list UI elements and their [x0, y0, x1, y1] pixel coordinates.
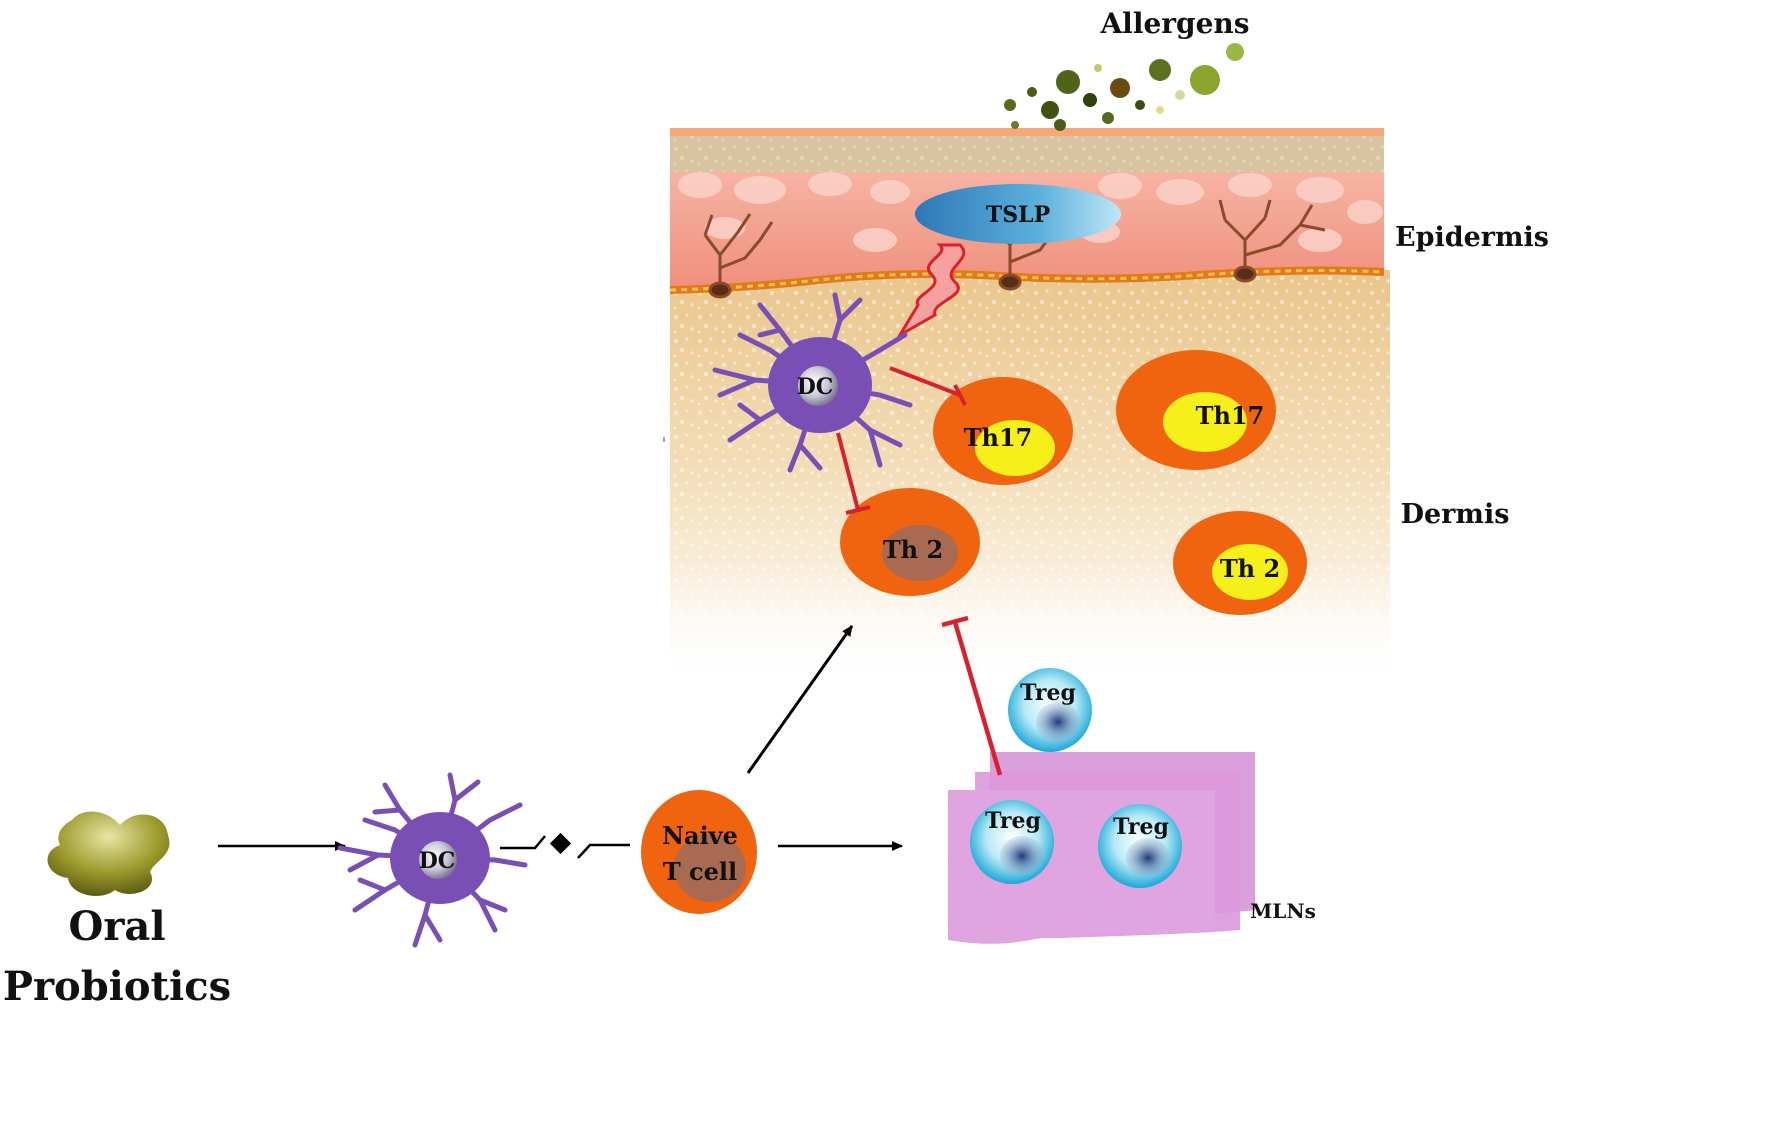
dc-nucleus — [798, 366, 838, 406]
dermis-label: Dermis — [1401, 499, 1510, 530]
mlns-label: MLNs — [1250, 899, 1316, 923]
th17-cell-1: Th17 — [933, 377, 1073, 485]
tslp-oval — [915, 184, 1121, 244]
treg-cell-left: Treg — [970, 800, 1054, 884]
th2-label-1: Th 2 — [883, 535, 943, 564]
treg-cell-right: Treg — [1098, 804, 1182, 888]
keratinocyte-bubbles — [678, 172, 1383, 252]
allergens-label: Allergens — [1099, 7, 1249, 40]
antigen-diamond — [549, 832, 572, 855]
naive-label-line2: T cell — [663, 857, 737, 886]
dendritic-cell-gut: DC — [337, 772, 528, 948]
melanocyte-3 — [1218, 199, 1326, 283]
th2-cell-2: Th 2 — [1173, 511, 1307, 615]
tslp-label: TSLP — [986, 202, 1050, 228]
melanocyte-1 — [703, 213, 774, 299]
dc-gut-label: DC — [419, 848, 456, 874]
oral-label: Oral — [68, 903, 165, 950]
treg-label-right: Treg — [1113, 814, 1169, 840]
epidermis-label: Epidermis — [1395, 222, 1549, 253]
tslp-wavy-arrow — [895, 243, 966, 340]
dc-inhibits-th17 — [889, 366, 967, 406]
th17-cell-2: Th17 — [1116, 350, 1276, 470]
dc-inhibits-th2 — [836, 432, 871, 515]
th2-label-2: Th 2 — [1220, 554, 1280, 583]
treg-label-top: Treg — [1020, 680, 1076, 706]
probiotic-blob — [47, 811, 170, 897]
allergen-particles — [1004, 43, 1244, 131]
treg-label-left: Treg — [985, 808, 1041, 834]
naive-t-cell: Naive T cell — [641, 790, 757, 914]
probiotics-label: Probiotics — [3, 963, 231, 1010]
th17-label-1: Th17 — [964, 423, 1033, 452]
dc-skin-label: DC — [797, 374, 834, 400]
treg-inhibits-th2 — [941, 615, 1003, 776]
arrow-naive-to-th2 — [746, 625, 854, 774]
naive-label-line1: Naive — [662, 821, 738, 850]
treg-cell-top: Treg — [1008, 668, 1092, 752]
dc-tcell-connector — [500, 835, 630, 859]
dendritic-cell-skin: DC — [712, 292, 913, 473]
th17-label-2: Th17 — [1196, 401, 1265, 430]
th2-cell-1: Th 2 — [840, 488, 980, 596]
